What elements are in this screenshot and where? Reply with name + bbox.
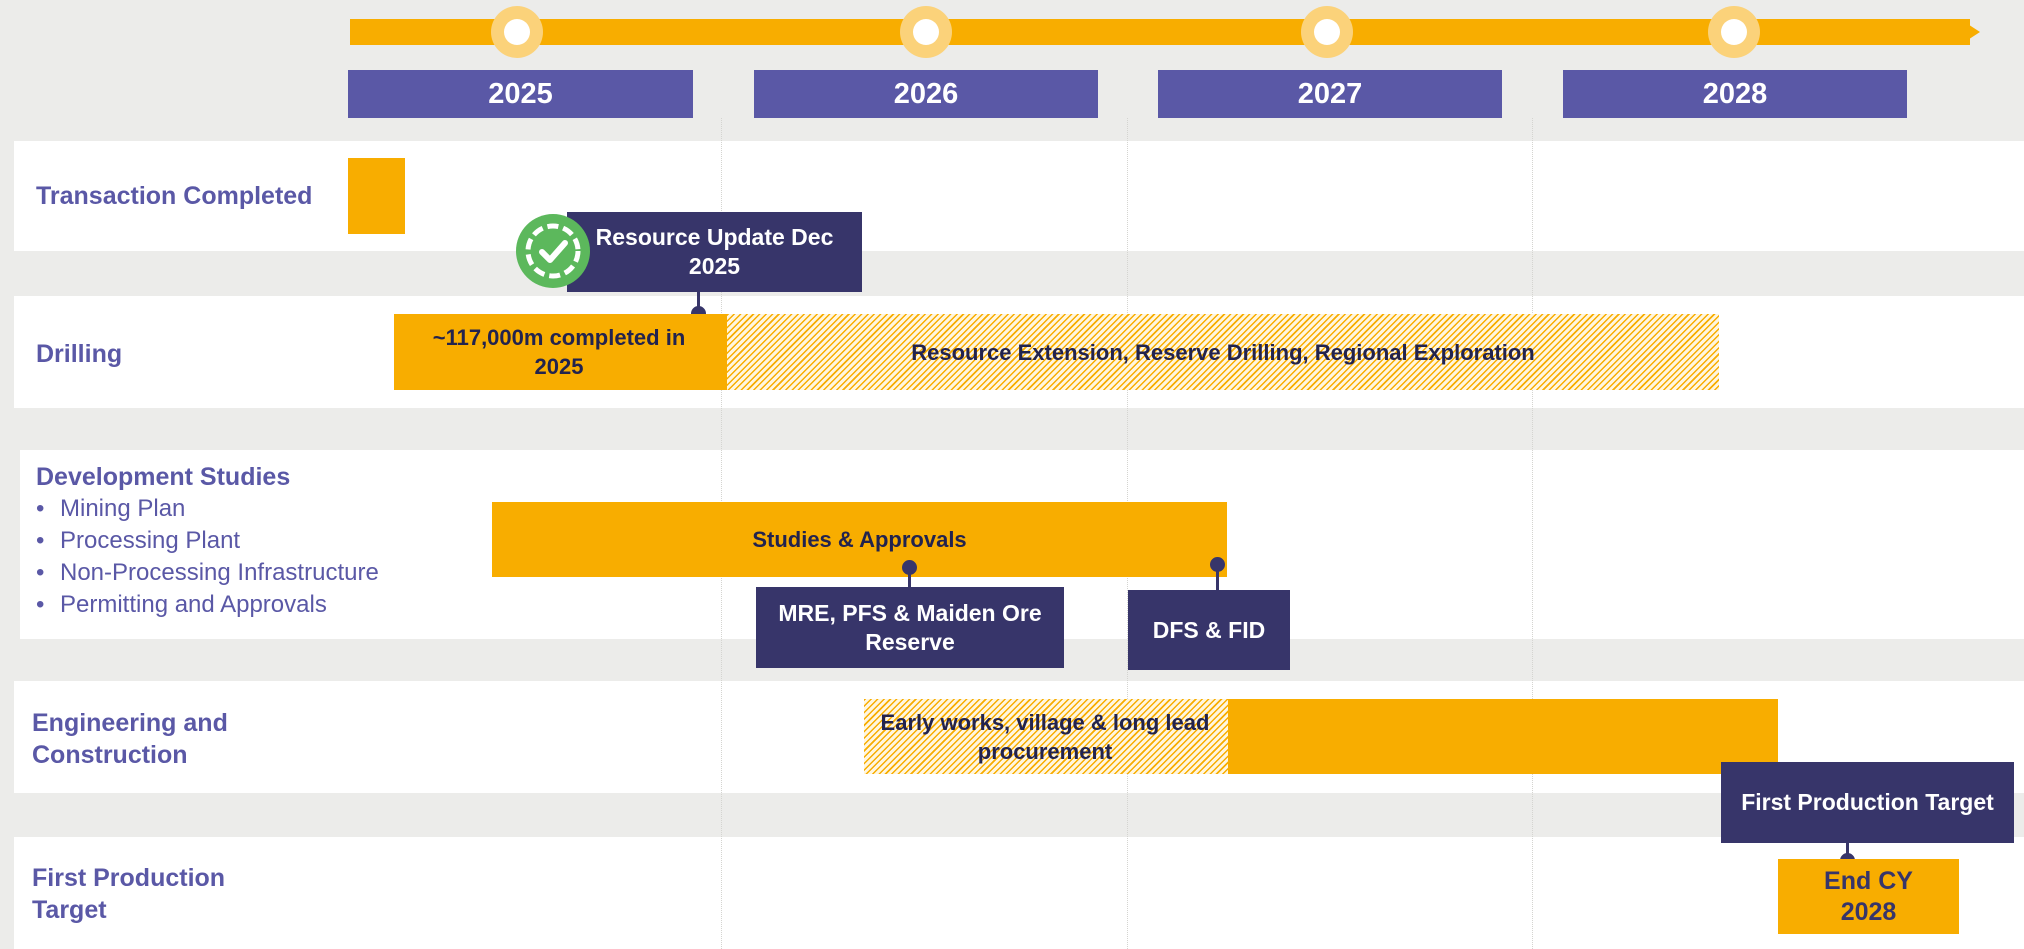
engineering-construction-bar	[1228, 699, 1778, 774]
dfs-fid-callout: DFS & FID	[1128, 590, 1290, 670]
timeline-arrow-shaft	[350, 19, 1970, 45]
check-circle-icon	[516, 214, 590, 288]
studies-approvals-bar	[492, 502, 1227, 577]
drilling-future-label: Resource Extension, Reserve Drilling, Re…	[911, 339, 1535, 365]
mre-pfs-callout: MRE, PFS & Maiden Ore Reserve	[756, 587, 1064, 668]
development-bullet: Mining Plan	[36, 493, 379, 525]
studies-approvals-label: Studies & Approvals	[752, 527, 967, 552]
timeline-milestone-dot	[1708, 6, 1760, 58]
end-cy-2028-box: End CY 2028	[1778, 859, 1959, 934]
row-title-engineering: Engineering and Construction	[32, 709, 228, 769]
development-bullet: Processing Plant	[36, 525, 379, 557]
timeline-milestone-dot	[491, 6, 543, 58]
drilling-completed-label: ~117,000m completed in 2025	[432, 325, 686, 379]
row-title-transaction: Transaction Completed	[36, 182, 313, 210]
development-bullet: Permitting and Approvals	[36, 589, 379, 621]
mre-pfs-stem	[908, 567, 911, 587]
first-production-stem	[1846, 841, 1849, 861]
development-bullet: Non-Processing Infrastructure	[36, 557, 379, 589]
timeline-milestone-dot	[1301, 6, 1353, 58]
year-header-2028: 2028	[1563, 70, 1907, 118]
development-bullet-list: Mining Plan Processing Plant Non-Process…	[36, 493, 379, 621]
engineering-early-works-hatched-bar	[864, 699, 1228, 774]
first-production-callout: First Production Target	[1721, 762, 2014, 843]
row-title-first-production: First Production Target	[32, 864, 226, 924]
drilling-completed-bar	[394, 314, 727, 390]
year-header-2026: 2026	[754, 70, 1098, 118]
drilling-future-hatched-bar	[727, 314, 1719, 390]
row-transaction-band	[14, 141, 2024, 251]
year-divider	[1532, 118, 1533, 949]
engineering-early-works-label: Early works, village & long lead procure…	[880, 709, 1210, 764]
resource-update-callout: Resource Update Dec 2025	[567, 212, 862, 292]
timeline-milestone-dot	[900, 6, 952, 58]
dfs-fid-stem	[1216, 564, 1219, 590]
timeline-arrow-head	[1960, 19, 1980, 45]
row-title-development: Development Studies	[36, 463, 291, 491]
year-header-2025: 2025	[348, 70, 693, 118]
transaction-bar	[348, 158, 405, 234]
year-header-2027: 2027	[1158, 70, 1502, 118]
resource-update-stem	[697, 290, 700, 315]
row-first-production-band	[14, 837, 2024, 949]
row-title-drilling: Drilling	[36, 340, 123, 368]
